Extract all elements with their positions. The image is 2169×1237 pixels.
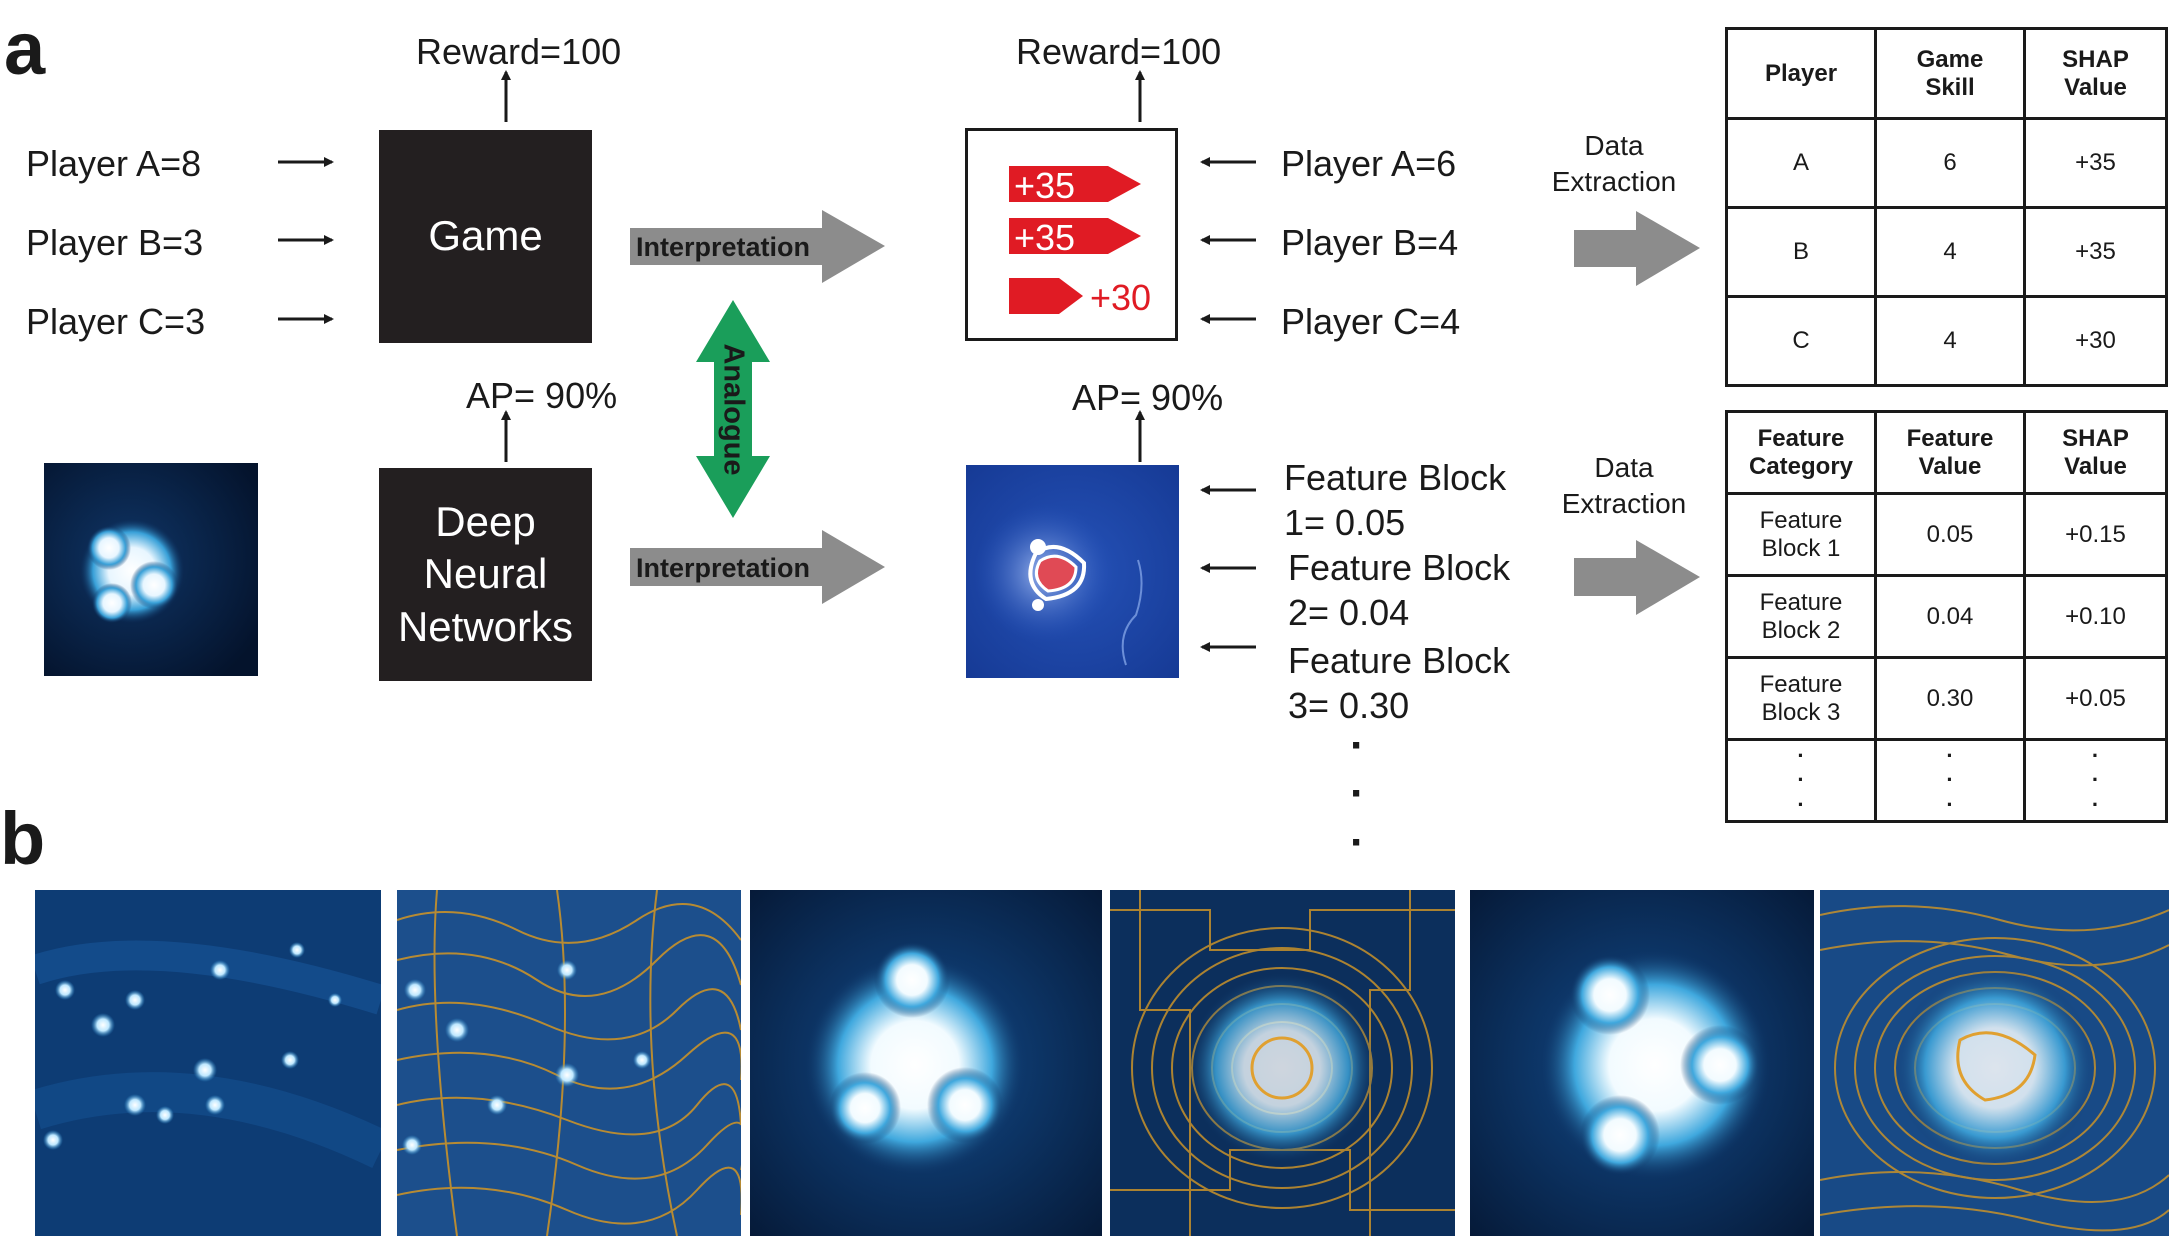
feature-block-1-line1: Feature Block bbox=[1284, 457, 1507, 498]
table-row: ··· ··· ··· bbox=[1725, 738, 2168, 823]
panel-b-tile-2 bbox=[397, 890, 741, 1236]
panel-b-letter: b bbox=[0, 797, 46, 880]
dnn-box: Deep Neural Networks bbox=[379, 468, 592, 681]
player-a-label: Player A=8 bbox=[26, 143, 202, 184]
feature-block-3-line2: 3= 0.30 bbox=[1288, 685, 1410, 726]
game-reward-label: Reward=100 bbox=[416, 31, 622, 72]
feature-block-1-line2: 1= 0.05 bbox=[1284, 502, 1406, 543]
data-extraction-label-bottom: Data Extraction bbox=[1561, 452, 1687, 520]
feature-continuation-dots: · · · bbox=[1350, 721, 1365, 867]
game-box: Game bbox=[379, 130, 592, 343]
feature-block-3-line1: Feature Block bbox=[1288, 640, 1511, 681]
dnn-box-line-2: Neural bbox=[423, 550, 548, 598]
shap-bar-a-label: +35 bbox=[1014, 165, 1076, 206]
table-game-header-player: Player bbox=[1725, 27, 1877, 120]
table-feature-header-category: Feature Category bbox=[1725, 410, 1877, 495]
shap-bar-c bbox=[1009, 278, 1083, 314]
feature-block-1: Feature Block 1= 0.05 bbox=[1284, 455, 1506, 545]
feature-block-2-line2: 2= 0.04 bbox=[1288, 592, 1410, 633]
interpretation-arrow-top bbox=[630, 210, 885, 283]
shap-bar-c-label: +30 bbox=[1090, 277, 1152, 318]
interp-game-box: +35 +35 +30 bbox=[965, 128, 1178, 341]
interp-shap-image bbox=[966, 465, 1179, 678]
input-afm-image bbox=[44, 463, 258, 676]
interp-ap-label: AP= 90% bbox=[1072, 377, 1224, 418]
feature-block-2-line1: Feature Block bbox=[1288, 547, 1511, 588]
interp-player-a-label: Player A=6 bbox=[1281, 143, 1457, 184]
table-feature-header-value: Feature Value bbox=[1874, 410, 2026, 495]
dnn-box-line-3: Networks bbox=[397, 602, 574, 650]
panel-a-arrows bbox=[278, 70, 1700, 652]
panel-b-tile-4 bbox=[1110, 890, 1455, 1236]
panel-a-letter: a bbox=[4, 7, 46, 90]
feature-block-2: Feature Block 2= 0.04 bbox=[1288, 545, 1510, 635]
data-extraction-arrow-bottom bbox=[1574, 540, 1700, 615]
game-box-label: Game bbox=[428, 212, 543, 260]
dnn-ap-label: AP= 90% bbox=[466, 375, 618, 416]
analogue-label: Analogue bbox=[717, 343, 750, 476]
data-extraction-arrow-top bbox=[1574, 211, 1700, 286]
table-feature-header-shap: SHAP Value bbox=[2023, 410, 2168, 495]
table-game-header-shap: SHAP Value bbox=[2023, 27, 2168, 120]
player-c-label: Player C=3 bbox=[26, 301, 206, 342]
interpretation-label-top: Interpretation bbox=[636, 232, 811, 262]
dnn-box-line-1: Deep bbox=[435, 497, 536, 545]
interp-player-c-label: Player C=4 bbox=[1281, 301, 1461, 342]
table-game-header-skill: Game Skill bbox=[1874, 27, 2026, 120]
panel-b-tile-1 bbox=[35, 890, 381, 1236]
player-b-label: Player B=3 bbox=[26, 222, 204, 263]
panel-b-tile-6 bbox=[1820, 890, 2169, 1236]
interp-player-b-label: Player B=4 bbox=[1281, 222, 1459, 263]
feature-block-3: Feature Block 3= 0.30 bbox=[1288, 638, 1510, 728]
interpretation-label-bottom: Interpretation bbox=[636, 553, 811, 583]
shap-bar-b bbox=[1009, 218, 1141, 254]
panel-b-tile-3 bbox=[750, 890, 1102, 1236]
feature-shap-table: Feature Category Feature Value SHAP Valu… bbox=[1725, 410, 2168, 823]
data-extraction-label-top: Data Extraction bbox=[1551, 130, 1677, 198]
shap-bar-b-label: +35 bbox=[1014, 217, 1076, 258]
interpretation-arrow-bottom bbox=[630, 530, 885, 604]
shap-bar-a bbox=[1009, 166, 1141, 202]
analogue-arrow bbox=[696, 300, 770, 518]
interp-reward-label: Reward=100 bbox=[1016, 31, 1222, 72]
panel-b-tile-5 bbox=[1470, 890, 1814, 1236]
